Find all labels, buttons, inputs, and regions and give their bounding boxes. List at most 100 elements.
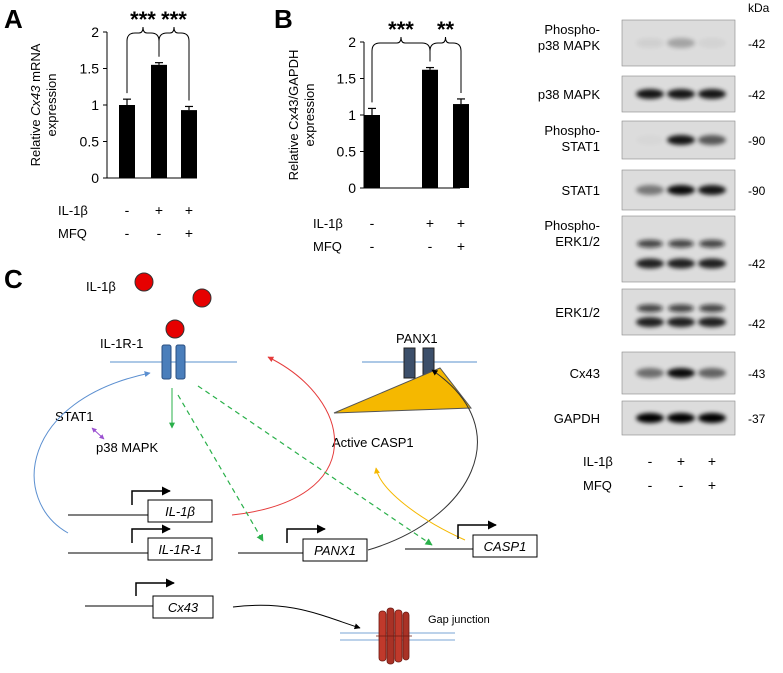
blot-band	[637, 304, 663, 313]
blot-band	[636, 185, 664, 195]
blot-label: Phospho-	[544, 218, 600, 233]
red-feedback-arrow	[231, 356, 336, 516]
blot-band	[636, 135, 664, 145]
blot-label: GAPDH	[554, 411, 600, 426]
kda-unit-label: kDa	[748, 1, 770, 15]
green-dashed-arrow	[177, 394, 264, 542]
blot-band	[637, 239, 663, 248]
lane-condition-value: -	[648, 477, 653, 493]
blot-band	[698, 317, 726, 328]
chart-a: 00.511.52******IL-1β-++MFQ--+Relative Cx…	[28, 7, 197, 241]
condition-value: -	[370, 238, 375, 254]
lane-condition-label: MFQ	[583, 478, 612, 493]
significance-label: ***	[388, 17, 414, 42]
y-tick-label: 0.5	[80, 134, 100, 150]
y-tick-label: 1	[91, 97, 99, 113]
kda-marker: -90	[748, 184, 766, 198]
condition-value: +	[155, 202, 163, 218]
kda-marker: -43	[748, 367, 766, 381]
significance-bracket	[142, 26, 160, 57]
y-tick-label: 1.5	[80, 61, 100, 77]
y-tick-label: 0	[91, 170, 99, 186]
blot-band	[668, 239, 694, 248]
interaction-arrow	[91, 427, 105, 440]
y-tick-label: 2	[91, 24, 99, 40]
blot-band	[667, 317, 695, 328]
active-casp1-icon	[333, 367, 472, 414]
blot-band	[667, 38, 695, 48]
y-axis-label: Relative Cx43 mRNA	[28, 43, 43, 166]
gap-junction-icon	[340, 607, 455, 665]
condition-value: -	[125, 225, 130, 241]
panel-label-a: A	[4, 4, 23, 34]
il1r1-receptor-icon	[175, 344, 186, 380]
condition-value: +	[457, 215, 465, 231]
panx1-channel-label: PANX1	[396, 331, 438, 346]
significance-bracket	[173, 26, 190, 101]
blot-row: ERK1/2-42	[555, 288, 766, 336]
gene-panx1-label: PANX1	[314, 543, 356, 558]
kda-marker: -42	[748, 317, 766, 331]
il1b-ligand-label: IL-1β	[86, 279, 116, 294]
blot-label: STAT1	[561, 183, 600, 198]
y-axis-label: Relative Cx43/GAPDH	[286, 50, 301, 181]
blot-band	[698, 413, 726, 423]
blot-label: p38 MAPK	[538, 87, 600, 102]
yellow-arrow	[374, 467, 466, 541]
lane-condition-value: +	[708, 453, 716, 469]
black-arrow	[367, 369, 478, 551]
condition-label: MFQ	[313, 239, 342, 254]
green-dashed-arrow	[197, 385, 433, 546]
blot-band	[667, 368, 695, 378]
blot-band	[698, 258, 726, 269]
condition-value: -	[125, 202, 130, 218]
bar	[453, 104, 469, 188]
kda-marker: -42	[748, 37, 766, 51]
condition-value: +	[185, 202, 193, 218]
kda-marker: -90	[748, 134, 766, 148]
blot-band	[636, 38, 664, 48]
blot-band	[636, 368, 664, 378]
gene-cx43-label: Cx43	[168, 600, 199, 615]
lane-condition-value: -	[679, 477, 684, 493]
blot-band	[698, 368, 726, 378]
lane-condition-label: IL-1β	[583, 454, 613, 469]
blue-feedback-arrow	[33, 371, 151, 534]
blot-label: STAT1	[561, 139, 600, 154]
significance-label: ***	[130, 7, 156, 32]
blot-band	[636, 89, 664, 99]
blot-label: p38 MAPK	[538, 38, 600, 53]
condition-label: MFQ	[58, 226, 87, 241]
gene-il1r1-label: IL-1R-1	[158, 542, 201, 557]
blot-band	[667, 185, 695, 195]
blot-row: Cx43-43	[570, 351, 766, 395]
kda-marker: -42	[748, 257, 766, 271]
blot-row: Phospho-STAT1-90	[544, 120, 766, 160]
condition-value: +	[457, 238, 465, 254]
blot-membrane	[621, 215, 736, 283]
blot-row: p38 MAPK-42	[538, 75, 766, 113]
gene-il1b: IL-1β	[68, 486, 213, 523]
y-tick-label: 2	[348, 34, 356, 50]
y-axis-label: expression	[44, 74, 59, 137]
condition-value: -	[157, 225, 162, 241]
blot-band	[698, 89, 726, 99]
panel-label-c: C	[4, 264, 23, 294]
blot-label: ERK1/2	[555, 234, 600, 249]
blot-band	[698, 135, 726, 145]
bar	[119, 105, 135, 178]
blot-band	[667, 135, 695, 145]
gene-casp1: CASP1	[405, 520, 538, 558]
condition-value: -	[428, 238, 433, 254]
y-tick-label: 0	[348, 180, 356, 196]
y-tick-label: 0.5	[337, 144, 357, 160]
y-tick-label: 1.5	[337, 71, 357, 87]
y-axis-label: expression	[302, 84, 317, 147]
blot-band	[636, 317, 664, 328]
significance-label: **	[437, 17, 455, 42]
lane-condition-value: -	[648, 453, 653, 469]
il1b-ligand-icon	[165, 319, 185, 339]
p38-label: p38 MAPK	[96, 440, 158, 455]
